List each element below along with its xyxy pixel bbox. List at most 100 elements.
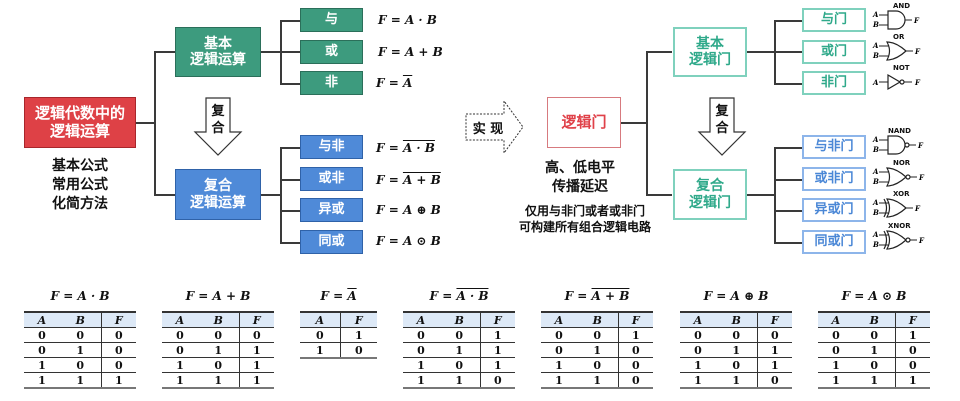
connector	[260, 194, 280, 196]
table-cell: 1	[479, 327, 515, 343]
table-cell: 1	[818, 372, 854, 389]
truth-table-title: F = A ⊙ B	[841, 289, 907, 303]
gate-notes: 高、低电平 传播延迟	[545, 160, 615, 195]
leaf-label: 与	[324, 11, 338, 27]
compound-label-line2: 逻辑运算	[190, 194, 246, 211]
connector	[774, 242, 802, 244]
column-header: F	[617, 311, 653, 328]
table-cell: 1	[853, 342, 896, 358]
table-cell: 0	[818, 342, 854, 358]
root-label: 逻辑门	[561, 112, 607, 131]
table-cell: 1	[541, 372, 577, 389]
svg-text:A: A	[872, 10, 879, 19]
table-cell: 0	[756, 327, 792, 343]
table-cell: 0	[100, 327, 136, 343]
basic-gates-box: 基本 逻辑门	[673, 27, 747, 77]
leaf-nor: 或非	[300, 167, 363, 191]
connector	[646, 51, 648, 195]
svg-text:B: B	[872, 177, 879, 186]
column-header: F	[238, 311, 274, 328]
table-cell: 1	[894, 327, 930, 343]
svg-text:B: B	[872, 240, 879, 249]
connector	[280, 179, 300, 181]
connector	[620, 122, 646, 124]
gate-name-or: OR	[893, 33, 905, 41]
table-cell: 1	[162, 357, 198, 373]
table-cell: 0	[894, 342, 930, 358]
table-cell: 0	[100, 342, 136, 358]
connector	[154, 51, 175, 53]
table-cell: 0	[24, 327, 60, 343]
table-cell: 0	[576, 327, 619, 343]
table-cell: 0	[680, 327, 716, 343]
table-cell: 1	[238, 357, 274, 373]
svg-text:A: A	[872, 41, 879, 50]
svg-text:B: B	[872, 208, 879, 217]
column-header: A	[403, 311, 439, 328]
truth-table-title: F = A + B	[185, 289, 251, 303]
table-cell: 0	[162, 342, 198, 358]
connector	[154, 51, 156, 195]
table-cell: 1	[300, 342, 341, 359]
compound-arrow-label: 复 合	[211, 104, 225, 136]
connector	[774, 20, 802, 22]
table-cell: 1	[438, 372, 481, 389]
table-cell: 0	[197, 357, 240, 373]
table-cell: 1	[403, 372, 439, 389]
leaf-not-gate: 非门	[802, 71, 866, 95]
table-cell: 0	[403, 327, 439, 343]
connector	[280, 51, 300, 53]
leaf-or: 或	[300, 40, 363, 64]
table-cell: 0	[617, 342, 653, 358]
table-cell: 1	[197, 372, 240, 389]
column-header: A	[680, 311, 716, 328]
column-header: F	[756, 311, 792, 328]
truth-table-title: F = A · B	[50, 289, 110, 303]
leaf-label: 与非	[318, 138, 345, 154]
leaf-label: 或非	[318, 170, 345, 186]
svg-text:A: A	[872, 230, 879, 239]
connector	[280, 83, 300, 85]
connector	[280, 147, 300, 149]
table-cell: 1	[339, 327, 377, 343]
gate-name-nand: NAND	[888, 127, 911, 135]
table-cell: 1	[438, 342, 481, 358]
table-cell: 0	[617, 357, 653, 373]
column-header: A	[162, 311, 198, 328]
formula-xor: F = A ⊕ B	[376, 203, 441, 217]
table-cell: 0	[403, 342, 439, 358]
connector	[280, 147, 282, 242]
table-cell: 0	[300, 327, 341, 343]
leaf-and: 与	[300, 8, 363, 32]
column-header: F	[100, 311, 136, 328]
table-cell: 1	[479, 342, 515, 358]
truth-table-title: F = A + B	[564, 289, 630, 303]
column-header: A	[541, 311, 577, 328]
column-header: F	[479, 311, 515, 328]
root-notes: 基本公式 常用公式 化简方法	[24, 157, 136, 214]
column-header: B	[853, 311, 896, 328]
compound-label-line1: 复合	[204, 178, 232, 195]
table-cell: 0	[853, 327, 896, 343]
table-cell: 1	[617, 327, 653, 343]
table-cell: 0	[59, 327, 102, 343]
table-cell: 1	[403, 357, 439, 373]
leaf-xnor: 同或	[300, 230, 363, 254]
table-cell: 1	[894, 372, 930, 389]
